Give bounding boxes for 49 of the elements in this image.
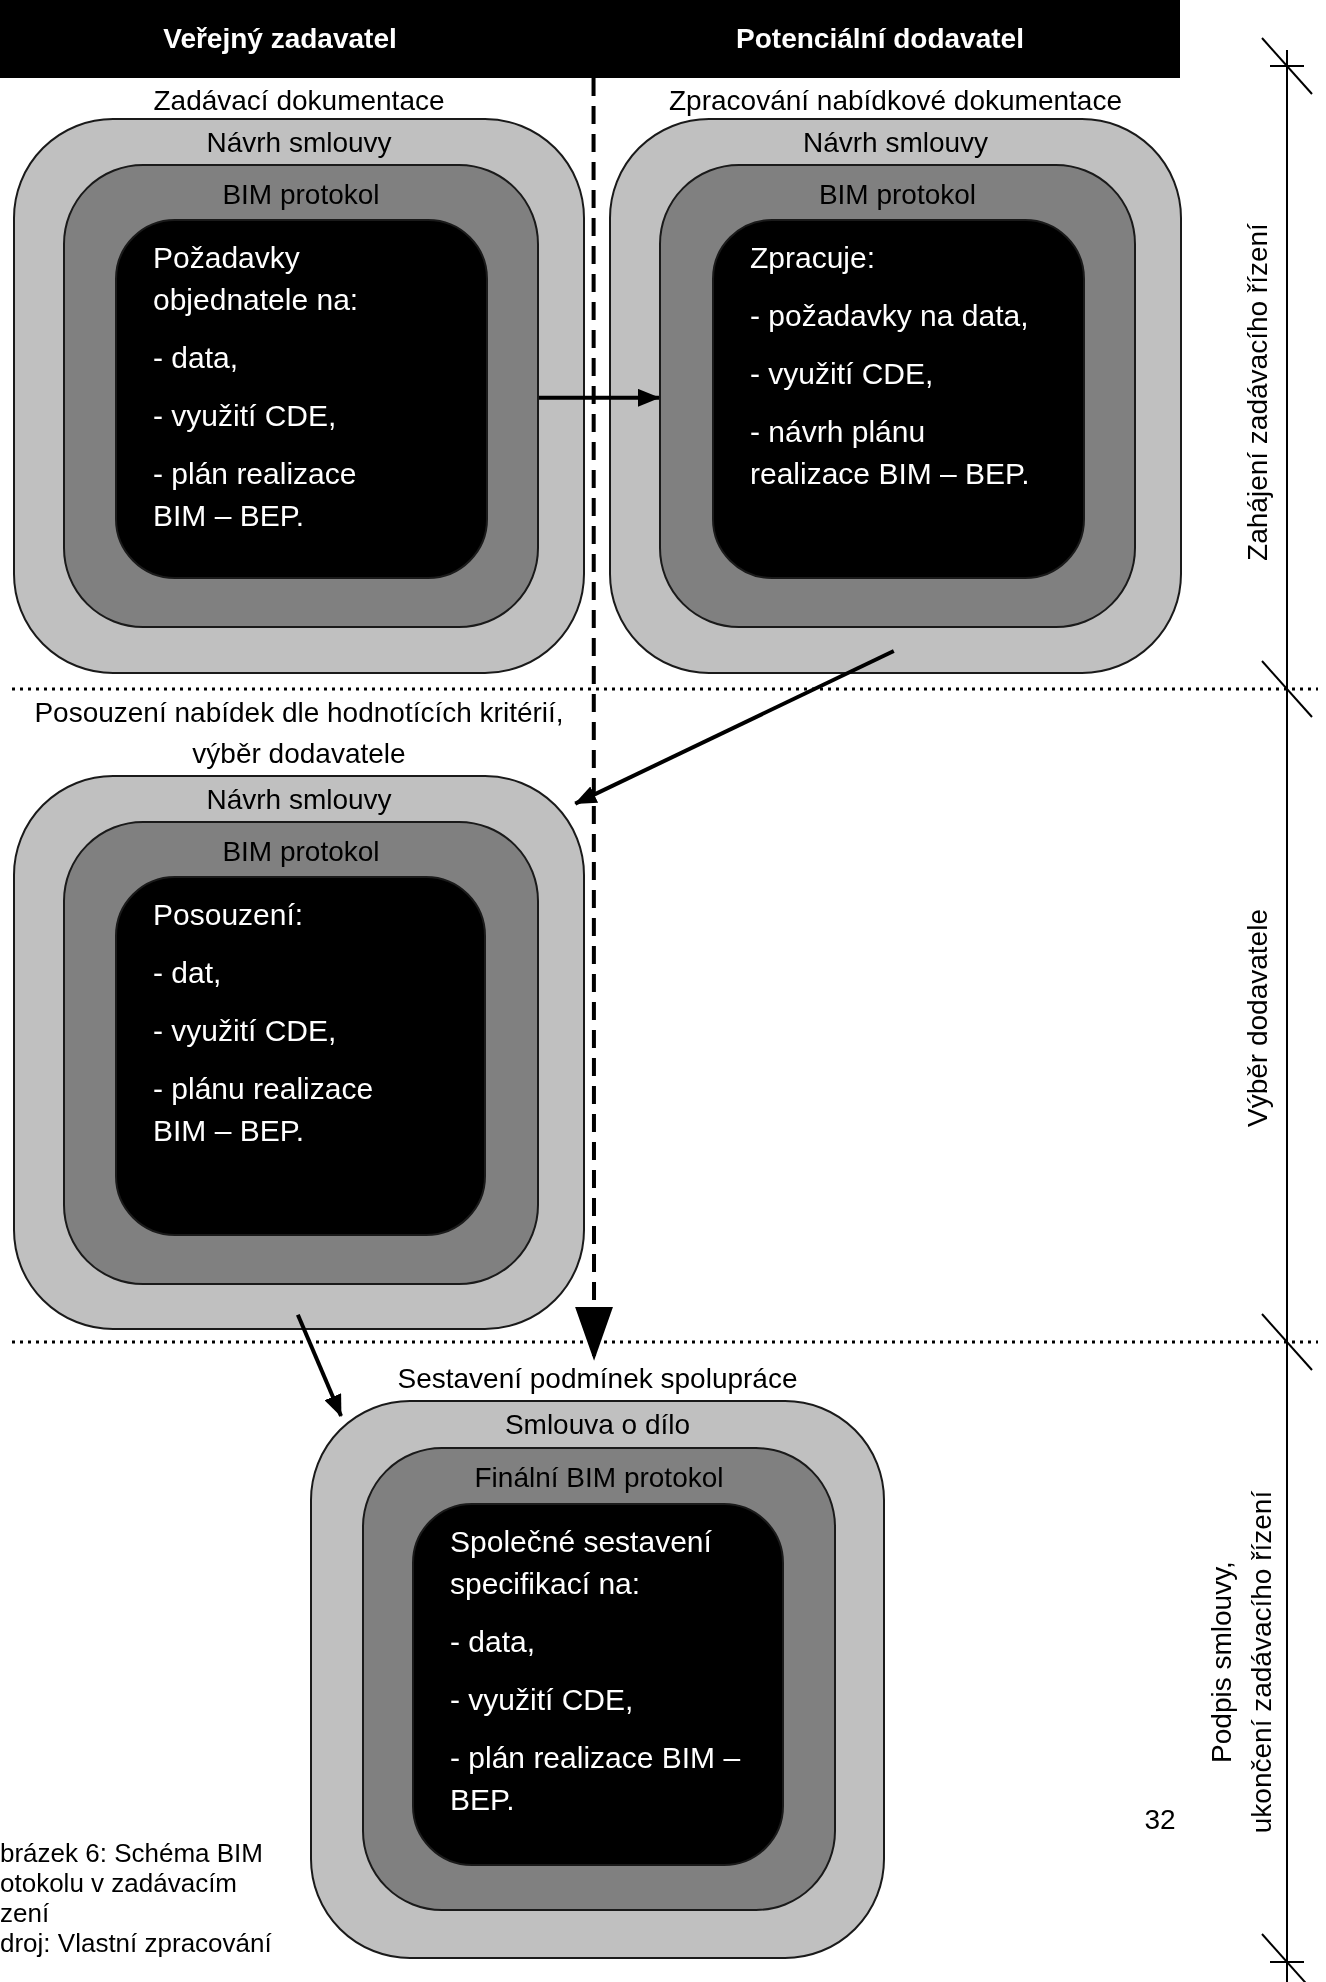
body-text: Zpracuje:	[750, 240, 877, 276]
section-heading: Zadávací dokumentace	[152, 84, 446, 118]
panel-title: Smlouva o dílo	[503, 1408, 692, 1442]
panel-title: BIM protokol	[221, 835, 381, 869]
page-number: 32	[1144, 1803, 1176, 1837]
list-item: - plán realizace BIM – BEP.	[450, 1740, 742, 1818]
section-heading: Zpracování nabídkové dokumentace	[668, 84, 1123, 118]
body-text: Posouzení:	[153, 897, 305, 933]
list-item: - plánu realizace BIM – BEP.	[153, 1071, 375, 1149]
list-item: - využití CDE,	[450, 1682, 635, 1718]
phase-label: Zahájení zadávacího řízení	[1241, 222, 1274, 563]
column-heading: Veřejný zadavatel	[163, 22, 397, 56]
panel-title: Návrh smlouvy	[205, 783, 393, 817]
body-text: Společné sestavení specifikací na:	[450, 1524, 713, 1602]
protocol-panel	[63, 164, 539, 628]
phase-label: ukončení zadávacího řízení	[1245, 1489, 1278, 1836]
phase-label: Podpis smlouvy,	[1205, 1560, 1238, 1765]
source-text: droj: Vlastní zpracování	[0, 1928, 273, 1958]
protocol-panel	[659, 164, 1136, 628]
arrow	[296, 1313, 343, 1417]
arrow	[575, 78, 614, 1361]
requirements-panel	[115, 876, 486, 1236]
section-heading: Posouzení nabídek dle hodnotících kritérií, výběr dodavatele	[33, 696, 565, 771]
list-item: - využití CDE,	[153, 398, 338, 434]
list-item: - využití CDE,	[750, 356, 935, 392]
requirements-panel	[115, 219, 488, 579]
panel-title: Návrh smlouvy	[801, 126, 990, 160]
arrow	[539, 388, 660, 407]
requirements-panel	[412, 1503, 784, 1866]
list-item: - dat,	[153, 955, 223, 991]
panel-title: Návrh smlouvy	[205, 126, 393, 160]
panel-title: Finální BIM protokol	[473, 1461, 725, 1495]
list-item: - využití CDE,	[153, 1013, 338, 1049]
panel-title: BIM protokol	[221, 178, 381, 212]
protocol-panel	[362, 1447, 836, 1911]
requirements-panel	[712, 219, 1085, 579]
phase-label: Výběr dodavatele	[1241, 908, 1274, 1129]
list-item: - požadavky na data,	[750, 298, 1030, 334]
panel-title: BIM protokol	[817, 178, 978, 212]
list-item: - data,	[450, 1624, 537, 1660]
list-item: - návrh plánu realizace BIM – BEP.	[750, 414, 1031, 492]
arrow	[574, 649, 895, 806]
header-bar	[0, 0, 1180, 78]
section-heading: Sestavení podmínek spolupráce	[396, 1362, 799, 1396]
body-text: Požadavky objednatele na:	[153, 240, 360, 318]
column-heading: Potenciální dodavatel	[736, 22, 1024, 56]
list-item: - data,	[153, 340, 240, 376]
protocol-panel	[63, 821, 539, 1285]
list-item: - plán realizace BIM – BEP.	[153, 456, 358, 534]
